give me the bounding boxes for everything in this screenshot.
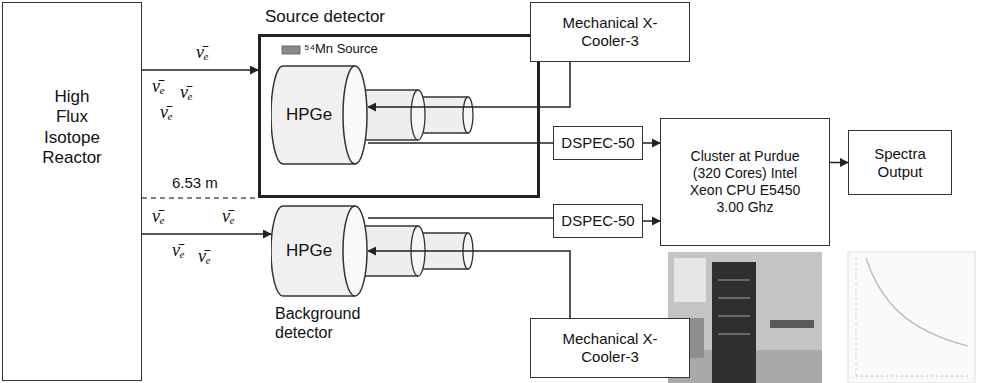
- cylinder-back: [271, 66, 283, 164]
- particle-symbol: ν̄ₑ: [172, 240, 185, 261]
- cylinder-face: [343, 66, 367, 164]
- cylinder-face: [343, 206, 367, 296]
- connector: [368, 251, 570, 318]
- detector-housing: Source detectorHPGe: [258, 34, 540, 198]
- label-holder: ν̄ₑ: [152, 206, 165, 227]
- box-label: High Flux Isotope Reactor: [39, 87, 105, 169]
- hpge-detector: HPGeBackground detector: [271, 205, 368, 342]
- source-label: ⁵⁴Mn Source: [304, 41, 378, 56]
- cooler-box: Mechanical X-Cooler-3: [530, 2, 690, 62]
- particle-symbol: ν̄ₑ: [160, 102, 173, 123]
- connector: [368, 217, 553, 219]
- label-holder: ν̄ₑ: [172, 240, 185, 261]
- detector-label: HPGe: [271, 65, 368, 165]
- cold-finger-edge: [418, 132, 468, 133]
- rack-unit: [718, 315, 750, 317]
- cold-finger-edge: [418, 268, 468, 269]
- label-holder: ν̄ₑ: [160, 102, 173, 123]
- source-symbol: [282, 46, 300, 54]
- cluster-box: Cluster at Purdue (320 Cores) Intel Xeon…: [660, 118, 830, 246]
- label-holder: 6.53 m: [172, 174, 218, 191]
- label-holder: ν̄ₑ: [222, 206, 235, 227]
- cryostat-face: [411, 90, 425, 140]
- server-rack: [712, 262, 756, 383]
- particle-symbol: ν̄ₑ: [222, 206, 235, 227]
- cooler-box: Mechanical X-Cooler-3: [530, 318, 690, 378]
- label-holder: ν̄ₑ: [152, 76, 165, 97]
- rack-unit: [718, 279, 750, 281]
- box-label: Cluster at Purdue (320 Cores) Intel Xeon…: [687, 148, 803, 215]
- connector: [142, 233, 271, 235]
- spectrum-plot: [848, 252, 975, 383]
- box-label: DSPEC-50: [561, 212, 634, 230]
- connector: [643, 142, 660, 144]
- particle-symbol: ν̄ₑ: [152, 206, 165, 227]
- label-holder: ν̄ₑ: [180, 82, 193, 103]
- spectrum-curve: [866, 258, 968, 346]
- particle-symbol: ν̄ₑ: [198, 246, 211, 267]
- cold-finger-edge: [418, 232, 468, 233]
- connector: [368, 142, 553, 144]
- connector: [643, 220, 660, 222]
- cold-finger-face: [463, 97, 473, 133]
- rack-unit: [718, 333, 750, 335]
- hpge-detector: HPGe: [271, 65, 368, 165]
- reactor-box: High Flux Isotope Reactor: [2, 2, 142, 381]
- box-label: Mechanical X-Cooler-3: [560, 330, 660, 366]
- cylinder-back: [271, 206, 283, 296]
- label-holder: ν̄ₑ: [196, 42, 209, 63]
- plot-axis: [856, 376, 970, 377]
- cylinder-edge: [283, 205, 355, 207]
- detector-heading: Background detector: [271, 297, 368, 342]
- output-box: Spectra Output: [848, 130, 952, 195]
- distance-line: [142, 197, 258, 198]
- cold-finger-edge: [418, 96, 468, 97]
- particle-symbol: ν̄ₑ: [196, 42, 209, 63]
- dspec-box: DSPEC-50: [553, 204, 643, 238]
- cylinder-edge: [283, 163, 355, 165]
- cylinder-edge: [283, 295, 355, 297]
- housing-heading: Source detector: [265, 7, 385, 27]
- label-holder: ⁵⁴Mn Source: [304, 41, 378, 56]
- distance-label: 6.53 m: [172, 174, 218, 191]
- photo-window: [674, 258, 706, 302]
- detector-label: HPGe: [271, 205, 368, 297]
- box-label: Mechanical X-Cooler-3: [560, 14, 660, 50]
- cylinder-edge: [283, 65, 355, 67]
- connector: [142, 69, 258, 71]
- label-holder: ν̄ₑ: [198, 246, 211, 267]
- connector: [830, 162, 848, 164]
- box-label: Spectra Output: [864, 145, 936, 181]
- box-label: DSPEC-50: [561, 134, 634, 152]
- cluster-photo: [668, 252, 822, 383]
- photo-table: [770, 320, 814, 328]
- rack-unit: [718, 297, 750, 299]
- plot-axis: [856, 258, 857, 376]
- dspec-box: DSPEC-50: [553, 126, 643, 160]
- particle-symbol: ν̄ₑ: [152, 76, 165, 97]
- particle-symbol: ν̄ₑ: [180, 82, 193, 103]
